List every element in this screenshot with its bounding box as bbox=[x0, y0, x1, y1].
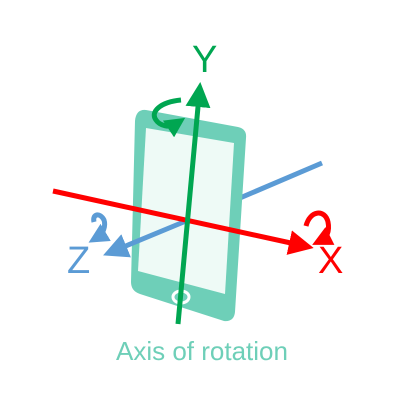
z-rotation-arrow-icon bbox=[88, 212, 111, 243]
z-axis-label: Z bbox=[67, 240, 90, 282]
caption: Axis of rotation bbox=[116, 336, 288, 366]
x-axis-label: X bbox=[318, 240, 343, 282]
y-rotation-arrow-icon bbox=[151, 97, 186, 138]
z-axis-front bbox=[103, 218, 187, 258]
y-axis bbox=[175, 82, 211, 325]
x-rotation-arrow-icon bbox=[303, 210, 335, 245]
x-axis bbox=[52, 188, 314, 255]
y-axis-label: Y bbox=[192, 39, 217, 81]
